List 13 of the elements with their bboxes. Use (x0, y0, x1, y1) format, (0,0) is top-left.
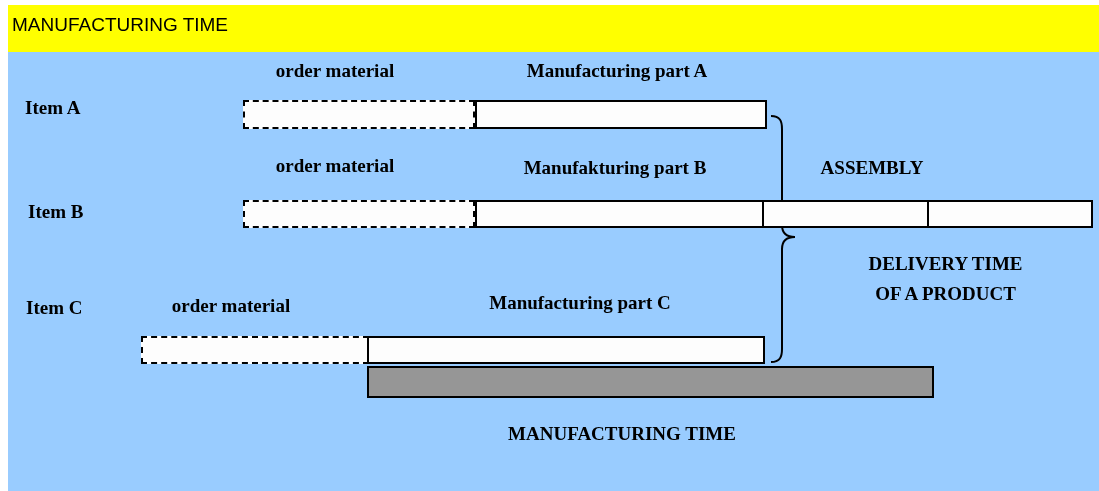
bar-heading: order material (275, 155, 395, 177)
bar-heading: order material (275, 60, 395, 82)
bar-caption: MANUFACTURING TIME (508, 423, 736, 445)
bar-heading: Manufacturing part A (526, 60, 708, 82)
bar-heading: order material (171, 295, 291, 317)
row-label: Item C (26, 296, 83, 320)
bar-heading: Manufacturing part C (489, 292, 671, 314)
bar-heading: Manufakturing part B (523, 157, 707, 179)
brace-label: DELIVERY TIME OF A PRODUCT (867, 252, 1024, 306)
bar-heading: ASSEMBLY (820, 157, 924, 179)
title: MANUFACTURING TIME (12, 14, 229, 36)
row-label: Item B (28, 200, 84, 224)
row-label: Item A (25, 96, 81, 120)
